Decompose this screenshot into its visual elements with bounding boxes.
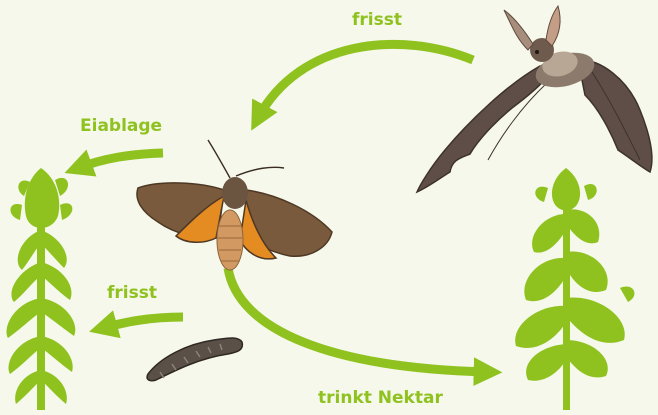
bat-photo: [417, 6, 652, 192]
arrow-bat-to-moth: [258, 44, 473, 118]
label-caterpillar-eats-plant: frisst: [107, 285, 157, 302]
arrow-moth-to-host-plant: [78, 153, 163, 168]
label-egg-laying: Eiablage: [80, 118, 162, 135]
caterpillar-photo: [147, 338, 242, 381]
moth-photo: [137, 140, 332, 270]
arrow-caterpillar-to-host-plant: [103, 317, 183, 328]
nectar-plant-silhouette: [515, 168, 634, 410]
label-bat-eats-moth: frisst: [352, 12, 402, 29]
host-plant-silhouette: [7, 168, 76, 410]
arrow-moth-to-nectar-plant: [228, 268, 488, 372]
label-drinks-nectar: trinkt Nektar: [318, 390, 443, 407]
